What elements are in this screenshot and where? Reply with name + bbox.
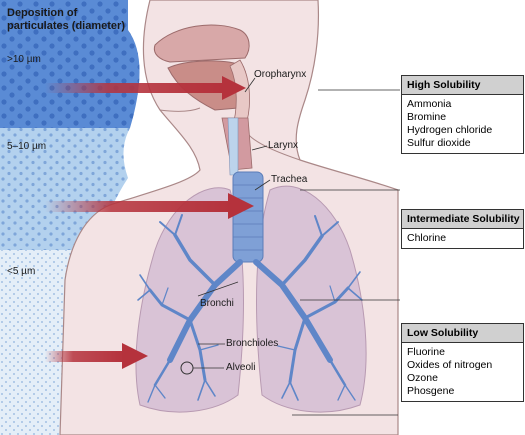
label-trachea: Trachea bbox=[271, 174, 308, 185]
box-low-solubility: Low Solubility Fluorine Oxides of nitrog… bbox=[401, 323, 524, 402]
box-low-list: Fluorine Oxides of nitrogen Ozone Phosge… bbox=[402, 343, 523, 401]
label-alveoli: Alveoli bbox=[226, 362, 256, 373]
right-lung bbox=[256, 185, 367, 413]
trachea-upper bbox=[227, 117, 239, 176]
list-item: Oxides of nitrogen bbox=[407, 359, 493, 371]
nasal-cavity bbox=[153, 24, 250, 63]
list-item: Fluorine bbox=[407, 346, 445, 358]
box-intermediate-solubility: Intermediate Solubility Chlorine bbox=[401, 209, 524, 249]
label-bronchioles: Bronchioles bbox=[226, 338, 279, 349]
label-larynx: Larynx bbox=[268, 140, 299, 151]
list-item: Sulfur dioxide bbox=[407, 137, 471, 149]
arrow-upper bbox=[45, 76, 246, 100]
zone-label-small: <5 µm bbox=[7, 266, 36, 277]
box-intermediate-list: Chlorine bbox=[402, 229, 523, 248]
deposition-title-line1: Deposition of bbox=[7, 7, 78, 19]
deposition-title: Deposition of particulates (diameter) bbox=[7, 7, 125, 33]
box-high-title: High Solubility bbox=[402, 76, 523, 95]
leader-lines bbox=[193, 77, 400, 369]
list-item: Hydrogen chloride bbox=[407, 124, 493, 136]
box-high-list: Ammonia Bromine Hydrogen chloride Sulfur… bbox=[402, 95, 523, 153]
chin-line bbox=[159, 107, 201, 112]
label-oropharynx: Oropharynx bbox=[254, 69, 307, 80]
list-item: Chlorine bbox=[407, 232, 447, 244]
list-item: Ozone bbox=[407, 372, 438, 384]
box-low-title: Low Solubility bbox=[402, 324, 523, 343]
arrow-lower bbox=[45, 343, 148, 369]
list-item: Phosgene bbox=[407, 385, 455, 397]
box-high-solubility: High Solubility Ammonia Bromine Hydrogen… bbox=[401, 75, 524, 154]
arrow-middle bbox=[45, 193, 254, 219]
trachea bbox=[232, 171, 264, 263]
label-bronchi: Bronchi bbox=[200, 298, 234, 309]
deposition-title-line2: particulates (diameter) bbox=[7, 20, 125, 32]
list-item: Bromine bbox=[407, 111, 447, 123]
box-intermediate-title: Intermediate Solubility bbox=[402, 210, 523, 229]
zone-label-large: >10 µm bbox=[7, 54, 41, 65]
list-item: Ammonia bbox=[407, 98, 452, 110]
zone-label-medium: 5–10 µm bbox=[7, 141, 47, 152]
bronchial-tree bbox=[137, 214, 363, 403]
left-lung bbox=[135, 187, 244, 413]
zone-large-particles bbox=[0, 0, 140, 128]
